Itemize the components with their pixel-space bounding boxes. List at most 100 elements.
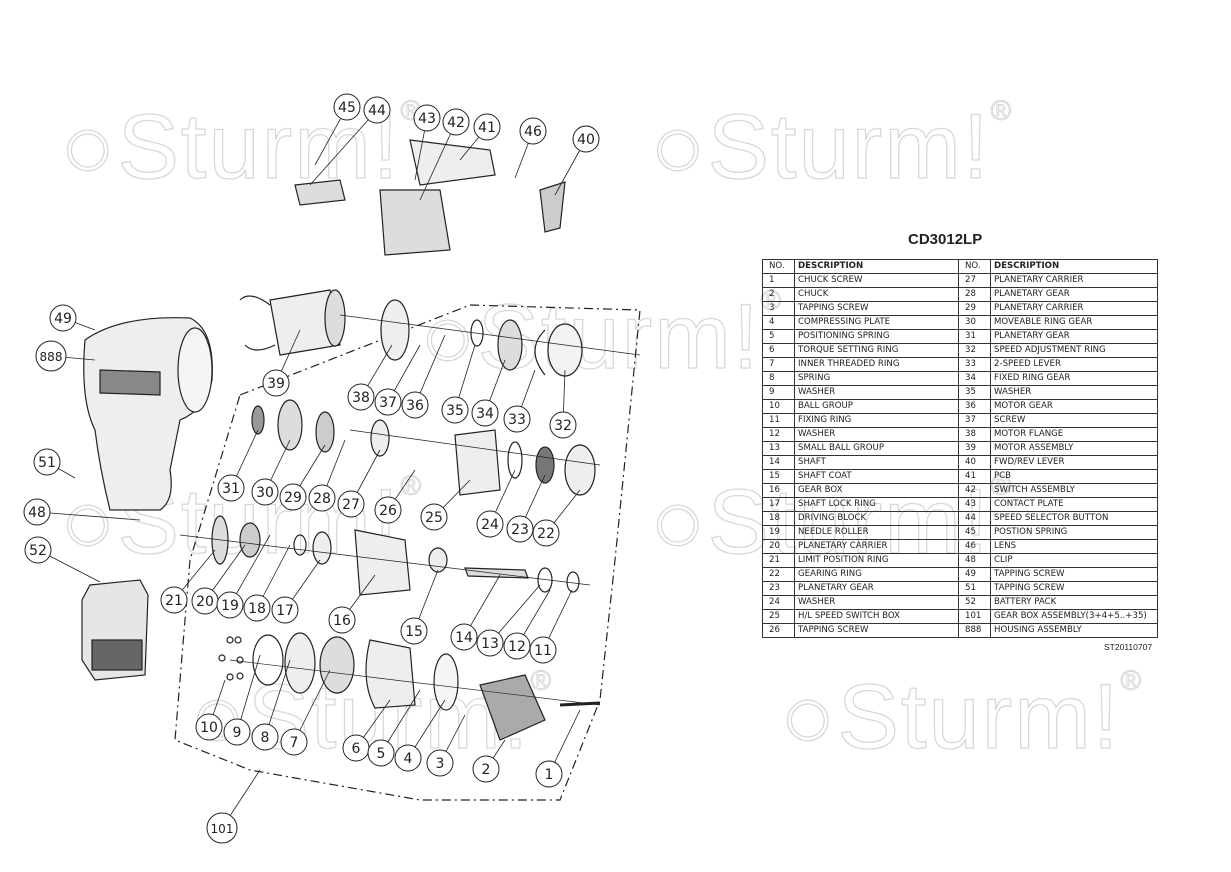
part-number: 23 [762,581,795,596]
callout-circle [549,411,577,439]
part-number: 33 [958,357,991,372]
part-description: LENS [990,539,1158,554]
callout-number: 41 [478,120,496,136]
part-number: 19 [762,525,795,540]
callout-number: 42 [447,115,465,131]
header-description: DESCRIPTION [990,259,1158,274]
callout-44: 44 [363,96,391,124]
callout-circle [216,591,244,619]
callout-number: 49 [54,311,72,327]
callout-51: 51 [33,448,61,476]
gearbox-assembly-boundary [174,304,641,801]
callout-number: 10 [200,720,218,736]
header-description: DESCRIPTION [794,259,959,274]
callout-number: 34 [476,406,494,422]
part-description: PLANETARY GEAR [990,287,1158,302]
part-number: 22 [762,567,795,582]
callout-number: 52 [29,543,47,559]
callout-34: 34 [471,399,499,427]
part-description: TAPPING SCREW [794,301,959,316]
callout-number: 14 [455,630,473,646]
part-number: 38 [958,427,991,442]
chuck-part [479,674,546,741]
callout-circle [271,596,299,624]
callout-number: 23 [511,522,529,538]
callout-7: 7 [280,728,308,756]
callout-circle [217,474,245,502]
part-number: 28 [958,287,991,302]
callout-number: 18 [248,601,266,617]
part-description: WASHER [794,427,959,442]
callout-circle [401,391,429,419]
part-number: 46 [958,539,991,554]
callout-number: 7 [290,735,299,751]
part-description: NEEDLE ROLLER [794,525,959,540]
part-number: 12 [762,427,795,442]
parts-drawings [81,139,641,801]
callout-circle [529,636,557,664]
part-number: 20 [762,539,795,554]
part-number: 14 [762,455,795,470]
callout-number: 5 [377,746,386,762]
callout-circle [195,713,223,741]
part-description: SMALL BALL GROUP [794,441,959,456]
part-number: 9 [762,385,795,400]
part-description: MOTOR FLANGE [990,427,1158,442]
part-description: COMPRESSING PLATE [794,315,959,330]
header-no: NO. [958,259,991,274]
part-number: 101 [958,609,991,624]
part-number: 34 [958,371,991,386]
part-description: BATTERY PACK [990,595,1158,610]
part-description: FWD/REV LEVER [990,455,1158,470]
callout-40: 40 [572,125,600,153]
part-description: MOTOR ASSEMBLY [990,441,1158,456]
callout-49: 49 [49,304,77,332]
callout-number: 38 [352,390,370,406]
callout-12: 12 [503,632,531,660]
part-description: GEAR BOX [794,483,959,498]
callout-number: 9 [233,725,242,741]
callout-circle [426,749,454,777]
callout-number: 25 [425,510,443,526]
callout-number: 27 [342,497,360,513]
callout-number: 21 [165,593,183,609]
callout-circle [374,388,402,416]
part-number: 29 [958,301,991,316]
callout-46: 46 [519,117,547,145]
part-number: 42 [958,483,991,498]
callout-number: 29 [284,490,302,506]
part-description: CLIP [990,553,1158,568]
part-number: 37 [958,413,991,428]
callout-number: 37 [379,395,397,411]
callout-circle [400,617,428,645]
callout-number: 30 [256,485,274,501]
callout-888: 888 [35,340,67,372]
part-description: FIXED RING GEAR [990,371,1158,386]
callout-number: 31 [222,481,240,497]
callout-circle [363,96,391,124]
part-description: WASHER [794,385,959,400]
callout-circle [394,744,422,772]
callout-circle [280,728,308,756]
part-number: 39 [958,441,991,456]
callout-number: 48 [28,505,46,521]
callout-31: 31 [217,474,245,502]
part-description: TORQUE SETTING RING [794,343,959,358]
callout-24: 24 [476,510,504,538]
callout-9: 9 [223,718,251,746]
part-number: 8 [762,371,795,386]
callout-52: 52 [24,536,52,564]
part-number: 35 [958,385,991,400]
callout-circle [160,586,188,614]
callout-circle [572,125,600,153]
